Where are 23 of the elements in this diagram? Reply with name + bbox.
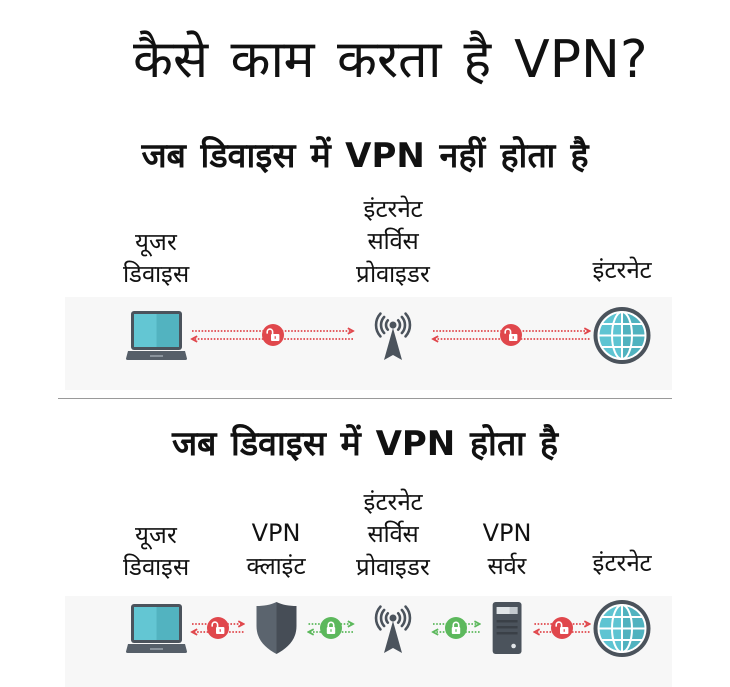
arrow bbox=[308, 628, 353, 636]
arrow bbox=[432, 628, 480, 636]
section-heading: जब डिवाइस में VPN होता है bbox=[172, 423, 558, 466]
arrow bbox=[308, 620, 354, 628]
arrow bbox=[191, 628, 244, 636]
node-label: VPN सर्वर bbox=[482, 518, 532, 582]
section-heading: जब डिवाइस में VPN नहीं होता है bbox=[142, 135, 588, 178]
node-label: यूजर डिवाइस bbox=[123, 226, 189, 290]
node-label: VPN क्लाइंट bbox=[246, 518, 306, 582]
arrow bbox=[191, 335, 353, 343]
node-label: इंटरनेट सर्विस प्रोवाइडर bbox=[356, 194, 430, 290]
arrow bbox=[192, 327, 354, 335]
arrow bbox=[433, 327, 590, 335]
node-label: इंटरनेट सर्विस प्रोवाइडर bbox=[356, 486, 430, 583]
arrow bbox=[534, 628, 590, 636]
arrow bbox=[432, 335, 590, 343]
node-label: इंटरनेट bbox=[592, 255, 652, 286]
node-label: यूजर डिवाइस bbox=[123, 520, 189, 584]
arrow bbox=[534, 620, 590, 628]
arrow bbox=[433, 620, 480, 628]
arrow bbox=[192, 620, 244, 628]
node-label: इंटरनेट bbox=[592, 548, 652, 580]
title: कैसे काम करता है VPN? bbox=[133, 29, 648, 92]
